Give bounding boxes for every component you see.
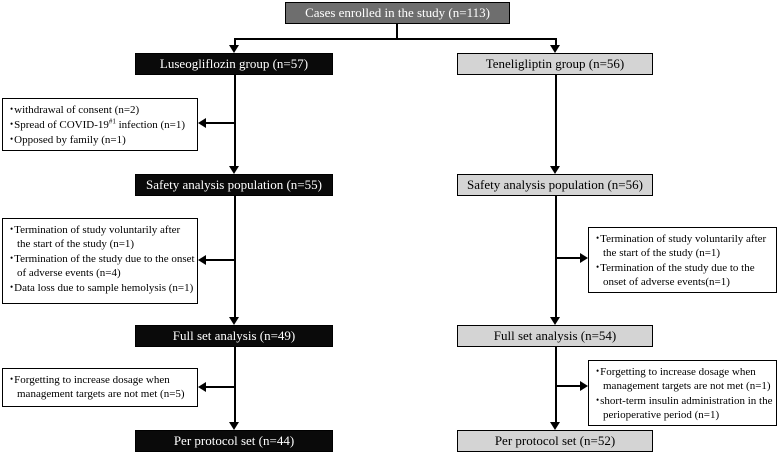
enrollment-box: Cases enrolled in the study (n=113) <box>285 2 510 24</box>
arrowhead-down-icon <box>229 317 239 325</box>
bullet-icon: • <box>10 253 14 263</box>
right-safety-box: Safety analysis population (n=56) <box>457 174 653 196</box>
left-fullset-box: Full set analysis (n=49) <box>135 325 333 347</box>
teneligliptin-group-label: Teneligliptin group (n=56) <box>485 55 625 71</box>
left-exclusion-box-2: •Termination of study voluntarily after … <box>2 218 198 304</box>
arrowhead-down-icon <box>229 166 239 174</box>
luseogliflozin-group-box: Luseogliflozin group (n=57) <box>135 53 333 75</box>
arrowhead-down-icon <box>229 422 239 430</box>
exclusion-item: •Termination of the study due to the ons… <box>593 260 774 289</box>
arrowhead-down-icon <box>550 166 560 174</box>
connector-left-v4 <box>234 347 236 423</box>
footnote-marker: #1 <box>108 117 116 126</box>
connector-top-vertical <box>396 24 398 39</box>
right-fullset-box: Full set analysis (n=54) <box>457 325 653 347</box>
left-exclusion-box-3: •Forgetting to increase dosage when mana… <box>2 368 198 407</box>
left-fullset-label: Full set analysis (n=49) <box>172 327 296 343</box>
right-safety-label: Safety analysis population (n=56) <box>467 176 643 192</box>
luseogliflozin-group-label: Luseogliflozin group (n=57) <box>159 55 309 71</box>
connector-branch-horizontal <box>234 38 557 40</box>
exclusion-text: Termination of the study due to the onse… <box>600 262 755 288</box>
connector-right-v4 <box>555 347 557 423</box>
arrowhead-down-icon <box>229 45 239 53</box>
exclusion-item: •Termination of study voluntarily after … <box>7 222 195 251</box>
connector-left-v2 <box>234 75 236 167</box>
connector-left-branch <box>234 38 236 47</box>
exclusion-item: •short-term insulin administration in th… <box>593 393 774 422</box>
arrowhead-down-icon <box>550 45 560 53</box>
bullet-icon: • <box>10 282 14 292</box>
connector-left-excl2 <box>205 259 235 261</box>
arrowhead-left-icon <box>198 255 206 265</box>
arrowhead-left-icon <box>198 382 206 392</box>
bullet-icon: • <box>10 104 14 114</box>
right-fullset-label: Full set analysis (n=54) <box>493 327 617 343</box>
bullet-icon: • <box>596 233 600 243</box>
exclusion-item: •Forgetting to increase dosage when mana… <box>593 364 774 393</box>
exclusion-item: •Data loss due to sample hemolysis (n=1) <box>7 280 195 295</box>
exclusion-item: •Termination of study voluntarily after … <box>593 231 774 260</box>
exclusion-text: Opposed by family (n=1) <box>14 134 126 146</box>
connector-right-branch <box>555 38 557 47</box>
bullet-icon: • <box>10 134 14 144</box>
exclusion-text: withdrawal of consent (n=2) <box>14 104 140 116</box>
teneligliptin-group-box: Teneligliptin group (n=56) <box>457 53 653 75</box>
arrowhead-left-icon <box>198 118 206 128</box>
bullet-icon: • <box>596 262 600 272</box>
connector-left-excl3 <box>205 386 235 388</box>
left-protocol-label: Per protocol set (n=44) <box>173 432 295 448</box>
left-safety-label: Safety analysis population (n=55) <box>146 176 322 192</box>
arrowhead-down-icon <box>550 422 560 430</box>
left-safety-box: Safety analysis population (n=55) <box>135 174 333 196</box>
connector-left-v3 <box>234 196 236 318</box>
exclusion-text: short-term insulin administration in the… <box>600 395 773 421</box>
exclusion-item: •Spread of COVID-19#1 infection (n=1) <box>7 117 195 132</box>
exclusion-item: •Opposed by family (n=1) <box>7 132 195 147</box>
right-protocol-box: Per protocol set (n=52) <box>457 430 653 452</box>
bullet-icon: • <box>10 224 14 234</box>
right-exclusion-box-1: •Termination of study voluntarily after … <box>588 227 777 293</box>
exclusion-text: Termination of study voluntarily after t… <box>600 233 767 259</box>
arrowhead-right-icon <box>580 253 588 263</box>
connector-right-excl2 <box>556 385 581 387</box>
arrowhead-down-icon <box>550 317 560 325</box>
right-protocol-label: Per protocol set (n=52) <box>494 432 616 448</box>
exclusion-item: •Forgetting to increase dosage when mana… <box>7 372 195 401</box>
bullet-icon: • <box>596 366 600 376</box>
exclusion-item: •Termination of the study due to the ons… <box>7 251 195 280</box>
exclusion-text: Termination of the study due to the onse… <box>14 253 195 279</box>
bullet-icon: • <box>596 395 600 405</box>
exclusion-text: Forgetting to increase dosage when manag… <box>600 366 771 392</box>
exclusion-text: Spread of COVID-19 <box>14 119 109 131</box>
exclusion-text: infection (n=1) <box>115 119 185 131</box>
exclusion-text: Forgetting to increase dosage when manag… <box>14 374 185 400</box>
exclusion-text: Termination of study voluntarily after t… <box>14 224 181 250</box>
connector-right-v3 <box>555 196 557 318</box>
connector-right-excl1 <box>556 257 581 259</box>
left-protocol-box: Per protocol set (n=44) <box>135 430 333 452</box>
exclusion-item: •withdrawal of consent (n=2) <box>7 102 195 117</box>
left-exclusion-box-1: •withdrawal of consent (n=2) •Spread of … <box>2 98 198 151</box>
right-exclusion-box-2: •Forgetting to increase dosage when mana… <box>588 360 777 426</box>
bullet-icon: • <box>10 374 14 384</box>
connector-right-v2 <box>555 75 557 167</box>
enrollment-label: Cases enrolled in the study (n=113) <box>305 4 490 20</box>
bullet-icon: • <box>10 119 14 129</box>
arrowhead-right-icon <box>580 381 588 391</box>
exclusion-text: Data loss due to sample hemolysis (n=1) <box>14 282 194 294</box>
connector-left-excl1 <box>205 122 235 124</box>
